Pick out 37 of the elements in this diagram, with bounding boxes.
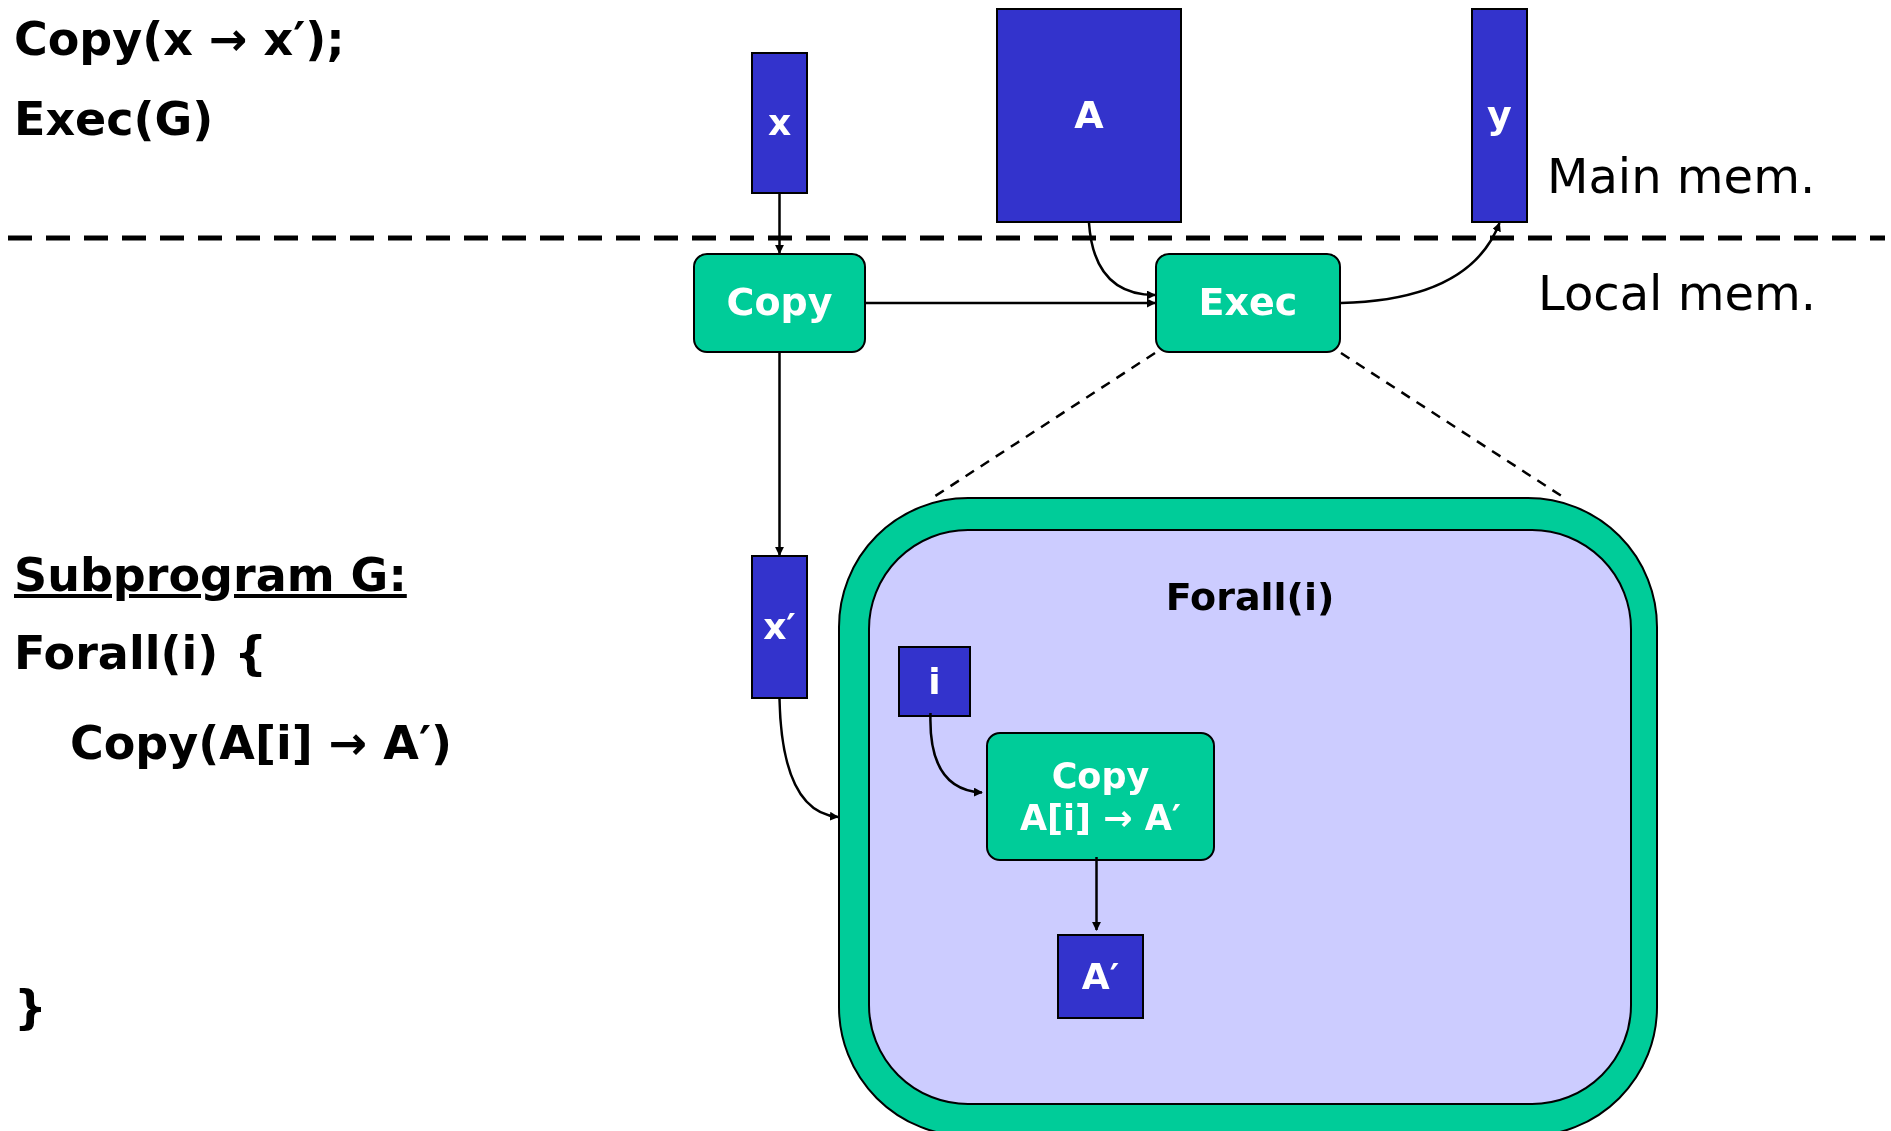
code-heading: Subprogram G: — [14, 548, 407, 602]
task-box — [986, 732, 1215, 861]
arrow — [866, 298, 1156, 308]
arrow — [778, 698, 839, 820]
memory-block — [1471, 8, 1528, 223]
region-label: Local mem. — [1538, 265, 1816, 321]
node-label: i — [928, 659, 941, 704]
code-line: Exec(G) — [14, 92, 214, 146]
outer-container — [838, 497, 1658, 1131]
region-label: Main mem. — [1547, 148, 1816, 204]
code-line: Forall(i) { — [14, 626, 267, 680]
memory-block — [751, 52, 808, 194]
memory-block — [1057, 934, 1144, 1019]
node-label: Exec — [1198, 280, 1298, 326]
memory-block — [751, 555, 808, 699]
memory-block — [996, 8, 1182, 223]
code-line: Copy(A[i] → A′) — [70, 716, 453, 770]
arrow — [929, 713, 983, 797]
memory-block — [898, 646, 971, 717]
task-box — [693, 253, 866, 353]
node-label: x — [767, 101, 792, 145]
arrow — [775, 353, 784, 556]
node-label: A′ — [1081, 954, 1120, 999]
forall-region — [868, 529, 1632, 1105]
code-line: Copy(x → x′); — [14, 12, 345, 66]
arrow — [1092, 857, 1101, 931]
node-label: A — [1074, 92, 1104, 139]
node-label: Copy — [726, 280, 833, 326]
arrow — [775, 194, 784, 254]
code-line: } — [14, 980, 47, 1034]
node-label: x′ — [763, 605, 796, 649]
task-box — [1155, 253, 1341, 353]
node-label: Forall(i) — [1165, 575, 1335, 621]
node-label: Copy A[i] → A′ — [1018, 754, 1183, 839]
arrow — [1340, 222, 1501, 305]
arrow — [1087, 222, 1156, 300]
node-label: y — [1487, 92, 1512, 139]
